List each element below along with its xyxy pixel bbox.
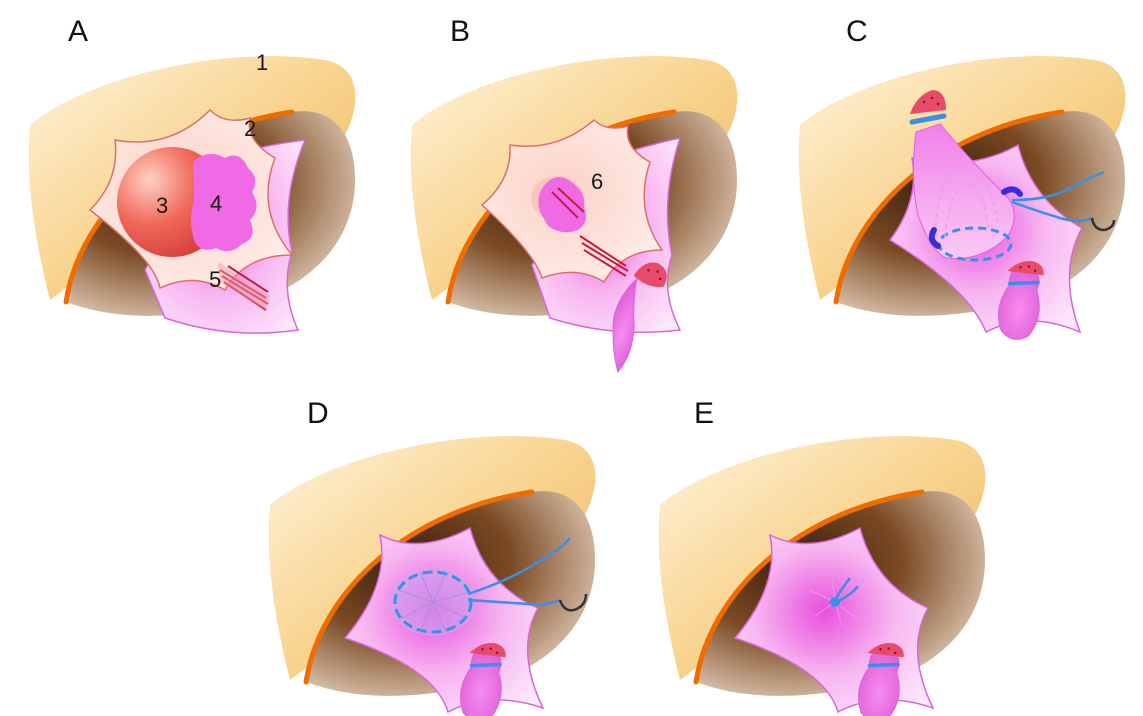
- label-3: 3: [156, 193, 168, 218]
- panel-c-letter: C: [846, 15, 868, 48]
- label-1: 1: [256, 50, 268, 75]
- panel-d-letter: D: [307, 397, 329, 430]
- panel-a: [29, 56, 356, 333]
- label-6: 6: [591, 169, 603, 194]
- panel-e: [659, 436, 986, 716]
- label-4: 4: [210, 191, 222, 216]
- label-2: 2: [244, 116, 256, 141]
- panel-e-letter: E: [694, 397, 714, 430]
- label-5: 5: [209, 267, 221, 292]
- panel-d: [269, 436, 596, 716]
- panel-b-letter: B: [450, 15, 470, 48]
- panel-a-letter: A: [68, 15, 88, 48]
- panel-b: [411, 56, 738, 377]
- panel-c: [799, 56, 1126, 342]
